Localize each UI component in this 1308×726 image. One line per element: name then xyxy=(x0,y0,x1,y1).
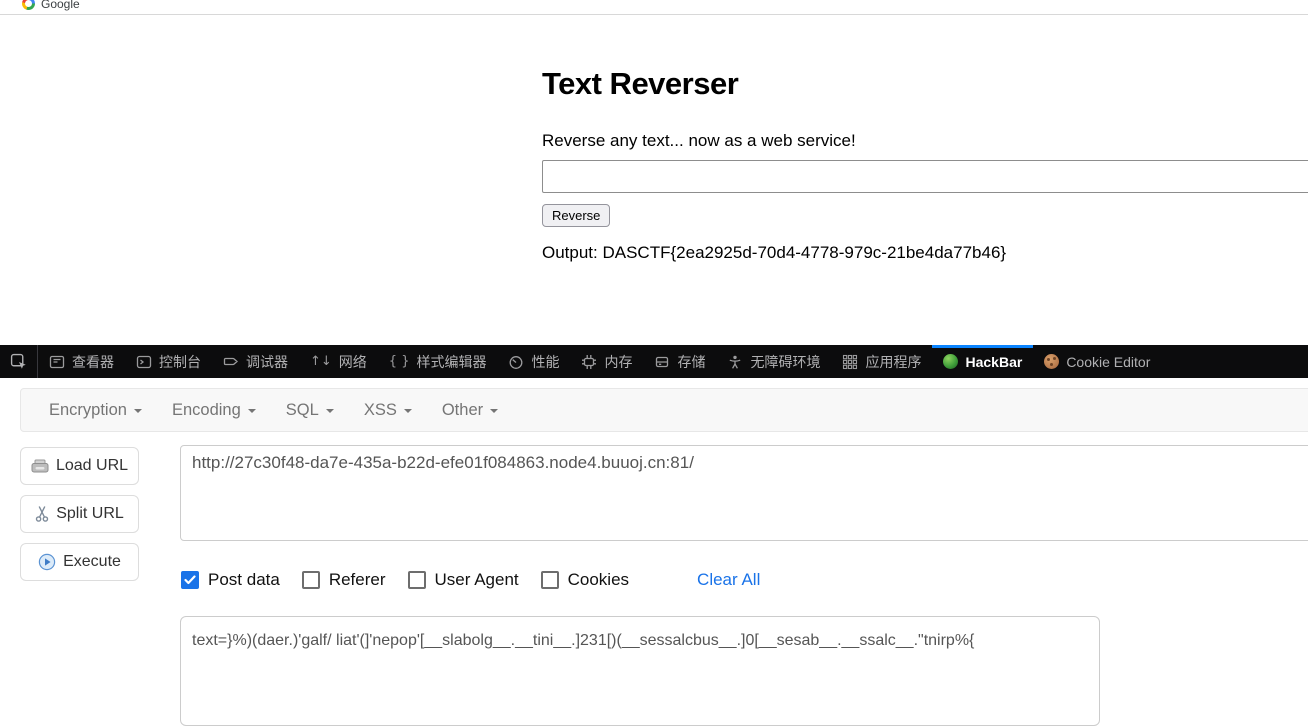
clear-all-link[interactable]: Clear All xyxy=(697,570,761,589)
tab-label: 存储 xyxy=(677,353,706,370)
url-textarea[interactable]: http://27c30f48-da7e-435a-b22d-efe01f084… xyxy=(180,445,1308,541)
post-data-option: Post data xyxy=(181,570,280,590)
chevron-down-icon xyxy=(403,409,412,413)
referer-checkbox[interactable] xyxy=(301,571,320,589)
user-agent-option: User Agent xyxy=(407,570,519,590)
devtools-tab-performance[interactable]: 性能 xyxy=(497,345,570,378)
text-input[interactable] xyxy=(542,160,1308,193)
checkbox-label: Referer xyxy=(328,570,386,589)
output-text: Output: DASCTF{2ea2925d-70d4-4778-979c-2… xyxy=(542,243,1007,262)
tab-label: 无障碍环境 xyxy=(750,353,821,370)
play-icon xyxy=(38,553,56,571)
tab-label: 样式编辑器 xyxy=(416,353,487,370)
performance-icon xyxy=(510,355,523,369)
cookie-icon xyxy=(1044,354,1060,369)
tab-label: 性能 xyxy=(531,353,560,370)
devtools-tab-style-editor[interactable]: { } 样式编辑器 xyxy=(378,345,498,378)
options-row: Post data Referer User Agent Cookies Cle… xyxy=(181,567,760,593)
chevron-down-icon xyxy=(490,409,499,413)
check-icon xyxy=(184,575,196,585)
accessibility-icon xyxy=(730,355,741,369)
cookies-checkbox[interactable] xyxy=(540,571,559,589)
devtools-tab-debugger[interactable]: 调试器 xyxy=(212,345,299,378)
menu-xss[interactable]: XSS xyxy=(349,401,427,420)
referer-option: Referer xyxy=(301,570,386,590)
button-label: Load URL xyxy=(55,457,129,474)
menu-label: SQL xyxy=(285,400,319,419)
tab-label: 应用程序 xyxy=(865,353,922,370)
devtools-tab-application[interactable]: 应用程序 xyxy=(831,345,932,378)
checkbox-label: Post data xyxy=(208,570,280,589)
button-label: Execute xyxy=(63,553,121,570)
menu-label: Encoding xyxy=(171,400,241,419)
devtools-panel: 查看器 控制台 调试器 ↑↓ 网络 { } 样式编辑器 性能 xyxy=(0,345,1308,726)
menu-label: Other xyxy=(441,400,484,419)
tab-label: HackBar xyxy=(965,353,1023,370)
browser-tab-strip[interactable]: Google xyxy=(0,0,1308,15)
devtools-tab-storage[interactable]: 存储 xyxy=(643,345,716,378)
devtools-tab-accessibility[interactable]: 无障碍环境 xyxy=(716,345,831,378)
tab-label: 网络 xyxy=(338,353,367,370)
tab-label: 查看器 xyxy=(72,353,114,370)
hackbar-icon xyxy=(943,354,959,369)
checkbox-label: Cookies xyxy=(567,570,630,589)
load-url-button[interactable]: Load URL xyxy=(20,447,139,485)
chevron-down-icon xyxy=(325,409,334,413)
devtools-tab-cookie-editor[interactable]: Cookie Editor xyxy=(1033,345,1161,378)
devtools-tab-memory[interactable]: 内存 xyxy=(570,345,643,378)
google-favicon-icon xyxy=(22,0,35,10)
menu-sql[interactable]: SQL xyxy=(271,401,349,420)
devtools-toolbar: 查看器 控制台 调试器 ↑↓ 网络 { } 样式编辑器 性能 xyxy=(0,345,1308,378)
memory-icon xyxy=(582,354,597,369)
tab-label: 内存 xyxy=(604,353,633,370)
execute-button[interactable]: Execute xyxy=(20,543,139,581)
post-data-checkbox[interactable] xyxy=(181,571,199,589)
chevron-down-icon xyxy=(133,409,142,413)
network-icon: ↑↓ xyxy=(310,354,332,369)
pick-element-icon xyxy=(10,353,26,369)
tab-label: 控制台 xyxy=(159,353,201,370)
hackbar-menubar: Encryption Encoding SQL XSS Other xyxy=(20,388,1308,432)
user-agent-checkbox[interactable] xyxy=(407,571,426,589)
devtools-tab-inspector[interactable]: 查看器 xyxy=(38,345,125,378)
storage-icon xyxy=(656,356,669,367)
button-label: Split URL xyxy=(56,505,124,522)
checkbox-label: User Agent xyxy=(434,570,519,589)
page-subtitle: Reverse any text... now as a web service… xyxy=(542,131,856,150)
browser-tab-title: Google xyxy=(41,0,80,11)
chevron-down-icon xyxy=(247,409,256,413)
reverse-button[interactable]: Reverse xyxy=(542,204,611,227)
split-url-button[interactable]: Split URL xyxy=(20,495,139,533)
menu-other[interactable]: Other xyxy=(427,401,513,420)
devtools-tab-network[interactable]: ↑↓ 网络 xyxy=(299,345,378,378)
scissors-icon xyxy=(36,506,49,522)
menu-encryption[interactable]: Encryption xyxy=(34,401,157,420)
menu-label: XSS xyxy=(363,400,397,419)
tab-label: 调试器 xyxy=(246,353,288,370)
inspector-icon xyxy=(49,355,65,368)
application-icon xyxy=(843,354,858,369)
devtools-tab-console[interactable]: 控制台 xyxy=(125,345,212,378)
tab-label: Cookie Editor xyxy=(1066,353,1151,370)
load-url-icon xyxy=(31,459,49,472)
page-title: Text Reverser xyxy=(542,66,739,101)
style-editor-icon: { } xyxy=(388,354,410,369)
post-data-textarea[interactable]: text=}%)(daer.)'galf/ liat'(]'nepop'[__s… xyxy=(180,616,1100,726)
console-icon xyxy=(136,355,152,368)
cookies-option: Cookies xyxy=(540,570,630,590)
pick-element-button[interactable] xyxy=(0,345,38,378)
debugger-icon xyxy=(223,357,238,365)
menu-label: Encryption xyxy=(49,400,127,419)
devtools-tab-hackbar[interactable]: HackBar xyxy=(932,345,1034,378)
menu-encoding[interactable]: Encoding xyxy=(157,401,271,420)
